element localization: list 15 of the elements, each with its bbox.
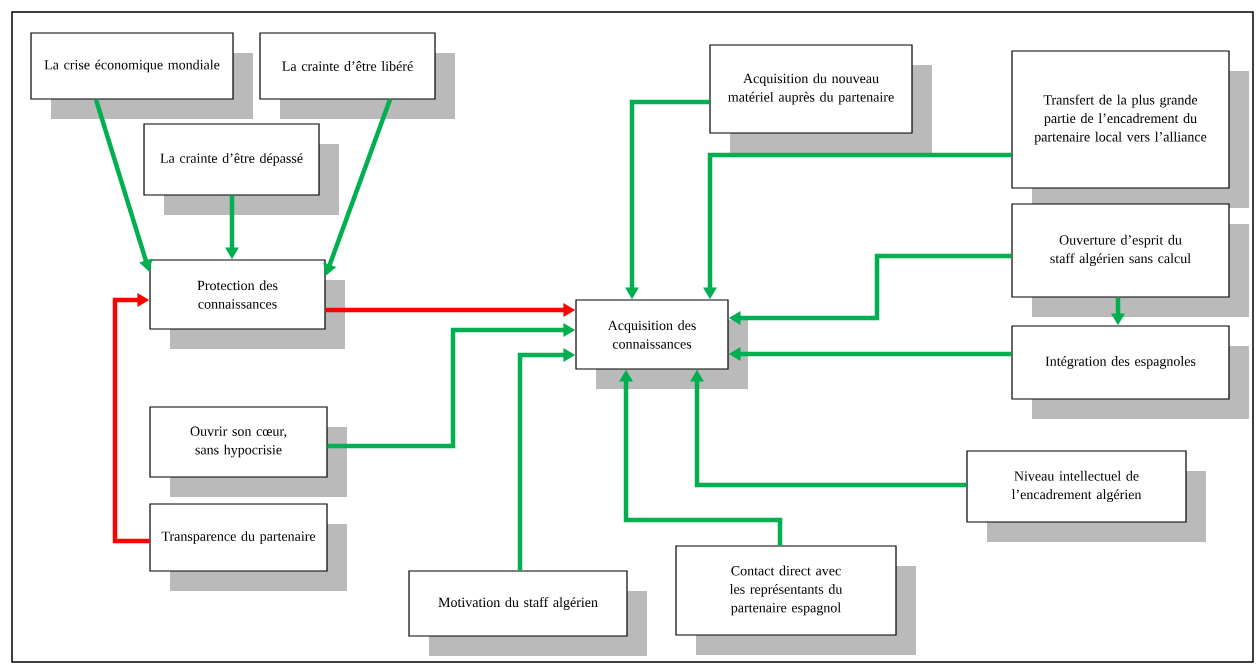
process-box: La crise économique mondiale <box>30 32 253 119</box>
process-box: Contact direct avec les représentants du partenaire espagnol <box>675 545 916 655</box>
process-box: La crainte d’être libéré <box>259 32 455 119</box>
process-box: Ouverture d’esprit du staff algérien sans calcul <box>1011 203 1249 317</box>
process-box: Niveau intellectuel de l’encadrement algérien <box>966 450 1206 542</box>
process-box: Acquisition des connaissances <box>575 299 748 389</box>
process-box: Intégration des espagnoles <box>1011 325 1249 419</box>
process-box: Ouvrir son cœur, sans hypocrisie <box>149 406 347 497</box>
process-box: Acquisition du nouveau matériel auprès du partenaire <box>709 44 932 153</box>
process-box: Transparence du partenaire <box>149 503 347 591</box>
process-box: La crainte d’être dépassé <box>143 123 339 215</box>
process-box: Motivation du staff algérien <box>408 570 647 656</box>
arrow <box>112 293 150 544</box>
process-box: Protection des connaissances <box>149 259 345 349</box>
process-box: Transfert de la plus grande partie de l’encadrement du partenaire local vers l’alliance <box>1011 50 1249 208</box>
